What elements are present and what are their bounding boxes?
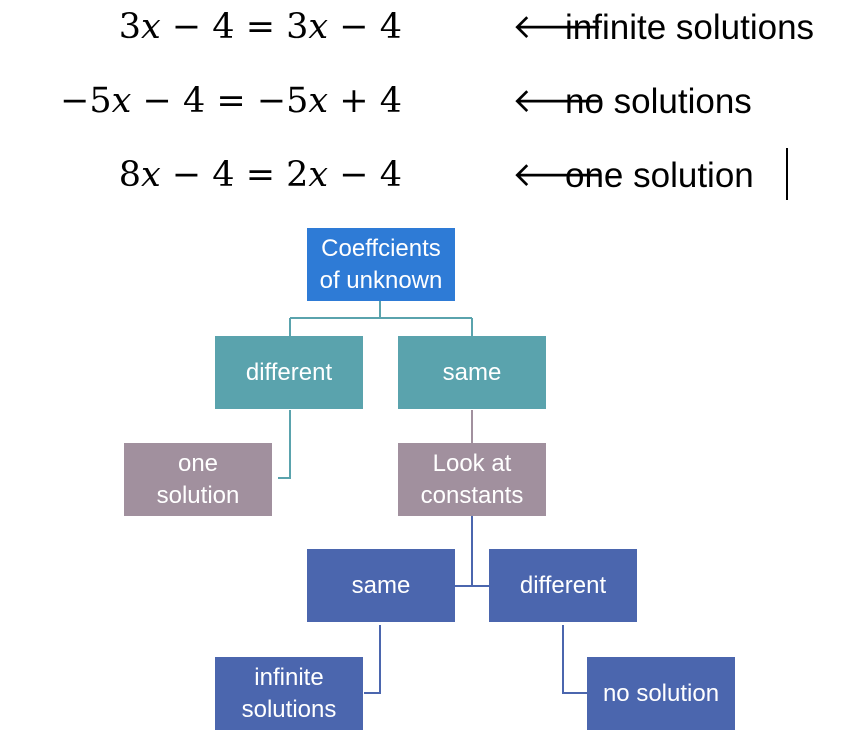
connector-constants-to-level3 <box>455 516 489 587</box>
node-coefficients-same: same <box>398 336 546 409</box>
equation-one-solution: 8𝑥 − 4 = 2𝑥 − 4 <box>118 155 402 195</box>
node-coefficients-of-unknown: Coeffcients of unknown <box>307 228 455 301</box>
left-arrow-icon: 🡐 <box>512 155 604 195</box>
node-infinite-solutions: infinite solutions <box>215 657 363 730</box>
connector-root-to-level1 <box>289 301 473 336</box>
node-look-at-constants: Look at constants <box>398 443 546 516</box>
node-constants-different: different <box>489 549 637 622</box>
connector-different-to-no-solution <box>562 625 587 694</box>
text-cursor <box>786 148 788 200</box>
left-arrow-icon: 🡐 <box>512 81 604 121</box>
connector-same-to-infinite <box>364 625 381 694</box>
node-coefficients-different: different <box>215 336 363 409</box>
left-arrow-icon: 🡐 <box>512 7 604 47</box>
node-constants-same: same <box>307 549 455 622</box>
node-one-solution: one solution <box>124 443 272 516</box>
label-no-solutions: no solutions <box>565 82 752 121</box>
connector-different-to-one-solution <box>278 410 291 479</box>
equation-no-solutions: −5𝑥 − 4 = −5𝑥 + 4 <box>60 81 402 121</box>
equation-infinite: 3𝑥 − 4 = 3𝑥 − 4 <box>118 7 402 47</box>
label-one-solution[interactable]: one solution <box>565 156 754 195</box>
label-infinite-solutions: infinite solutions <box>565 8 815 47</box>
node-no-solution: no solution <box>587 657 735 730</box>
